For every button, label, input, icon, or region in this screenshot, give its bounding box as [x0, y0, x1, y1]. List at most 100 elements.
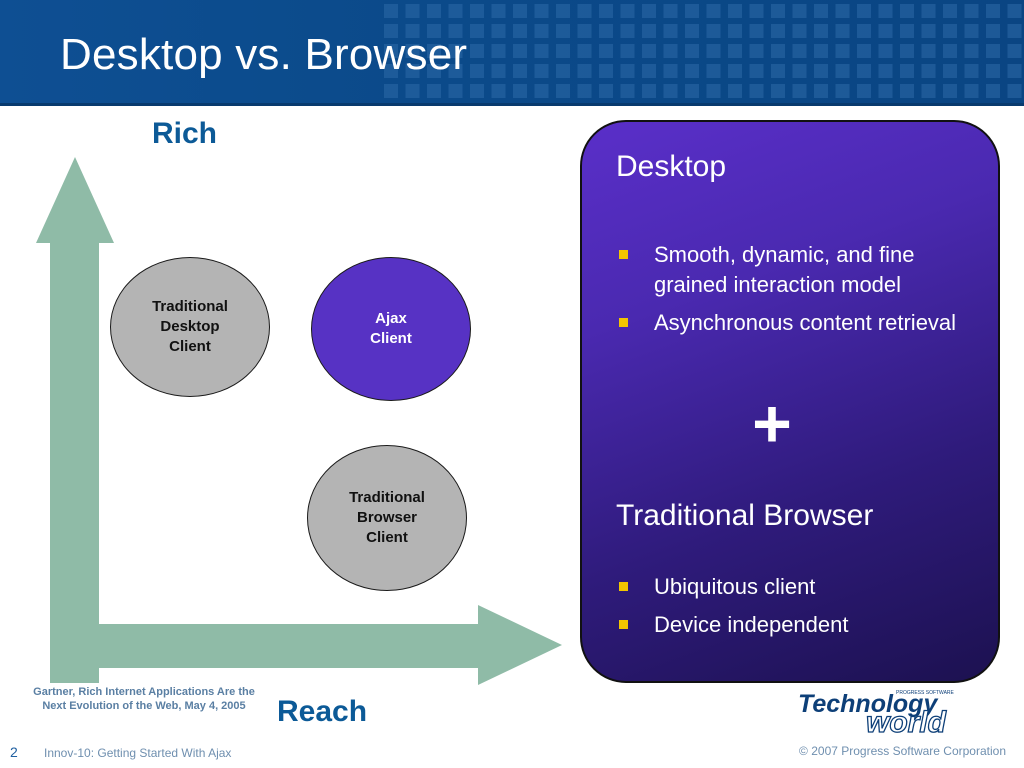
header-tile [534, 64, 549, 78]
header-tile [534, 4, 549, 18]
header-tile-pattern [384, 4, 1022, 98]
header-tile [599, 4, 613, 18]
header-tile [685, 64, 699, 78]
header-tile [964, 44, 979, 58]
header-tile [835, 4, 850, 18]
header-tile [513, 84, 527, 98]
header-tile [599, 24, 613, 38]
header-tile [470, 44, 484, 58]
header-tile [964, 4, 979, 18]
header-tile [427, 44, 441, 58]
panel-heading-desktop: Desktop [616, 150, 727, 183]
header-tile [986, 64, 1000, 78]
header-tile [577, 4, 592, 18]
header-tile [663, 84, 678, 98]
header-tile [857, 44, 871, 58]
header-tile [556, 84, 570, 98]
header-tile [835, 24, 850, 38]
header-tile [448, 24, 463, 38]
citation-text: Gartner, Rich Internet Applications Are … [33, 686, 255, 712]
bullet-item: Asynchronous content retrieval [616, 308, 976, 338]
header-tile [384, 44, 398, 58]
header-tile [964, 84, 979, 98]
header-tile [706, 44, 721, 58]
header-tile [771, 24, 785, 38]
header-tile [620, 4, 635, 18]
header-tile [771, 4, 785, 18]
header-tile [427, 4, 441, 18]
desktop-browser-panel: Desktop Smooth, dynamic, and fine graine… [580, 120, 1000, 683]
header-tile [771, 44, 785, 58]
header-tile [685, 24, 699, 38]
header-tile [685, 44, 699, 58]
header-tile [470, 24, 484, 38]
header-tile [577, 64, 592, 78]
header-tile [792, 24, 807, 38]
header-tile [620, 84, 635, 98]
header-tile [663, 24, 678, 38]
bullet-item: Device independent [616, 610, 976, 640]
bullet-text: Smooth, dynamic, and fine grained intera… [654, 242, 915, 297]
header-tile [534, 24, 549, 38]
header-tile [857, 64, 871, 78]
panel-heading-traditional-browser: Traditional Browser [616, 499, 874, 532]
header-tile [986, 44, 1000, 58]
header-tile [448, 44, 463, 58]
slide-title: Desktop vs. Browser [60, 30, 468, 79]
header-tile [706, 84, 721, 98]
header-tile [491, 64, 506, 78]
bullet-text: Ubiquitous client [654, 574, 816, 599]
header-tile [513, 44, 527, 58]
header-tile [921, 4, 936, 18]
header-tile [642, 4, 656, 18]
header-tile [814, 64, 828, 78]
header-tile [943, 84, 957, 98]
header-banner: Desktop vs. Browser [0, 0, 1024, 106]
header-tile [470, 64, 484, 78]
bullet-square-icon [619, 582, 628, 591]
circle-traditional-browser-client: Traditional Browser Client [307, 445, 467, 591]
technology-world-logo: Technology PROGRESS SOFTWARE world [798, 690, 955, 734]
header-tile [685, 4, 699, 18]
header-tile [1007, 4, 1022, 18]
header-tile [900, 44, 914, 58]
logo-text-small: PROGRESS SOFTWARE [896, 690, 955, 696]
header-tile [405, 24, 420, 38]
header-tile [943, 64, 957, 78]
header-tile [620, 64, 635, 78]
header-tile [405, 84, 420, 98]
header-tile [663, 64, 678, 78]
header-tile [921, 84, 936, 98]
header-tile [663, 44, 678, 58]
header-tile [1007, 44, 1022, 58]
vertical-arrow [36, 157, 114, 683]
header-tile [448, 4, 463, 18]
header-tile [900, 84, 914, 98]
header-tile [792, 64, 807, 78]
header-tile [427, 64, 441, 78]
header-tile [491, 4, 506, 18]
footer-session-title: Innov-10: Getting Started With Ajax [44, 746, 232, 760]
header-tile [943, 4, 957, 18]
header-tile [1007, 84, 1022, 98]
header-tile [943, 44, 957, 58]
desktop-bullet-list: Smooth, dynamic, and fine grained intera… [616, 240, 976, 346]
header-tile [921, 44, 936, 58]
axis-label-rich: Rich [152, 117, 218, 150]
header-tile [384, 64, 398, 78]
header-tile [943, 24, 957, 38]
header-tile [706, 24, 721, 38]
header-tile [706, 4, 721, 18]
header-tile [427, 84, 441, 98]
header-tile [556, 64, 570, 78]
header-tile [964, 64, 979, 78]
header-tile [986, 4, 1000, 18]
header-tile [384, 4, 398, 18]
header-tile [470, 4, 484, 18]
header-tile [814, 24, 828, 38]
header-tile [556, 44, 570, 58]
header-tile [878, 4, 893, 18]
header-tile [534, 44, 549, 58]
header-tile [599, 84, 613, 98]
browser-bullet-list: Ubiquitous client Device independent [616, 572, 976, 648]
